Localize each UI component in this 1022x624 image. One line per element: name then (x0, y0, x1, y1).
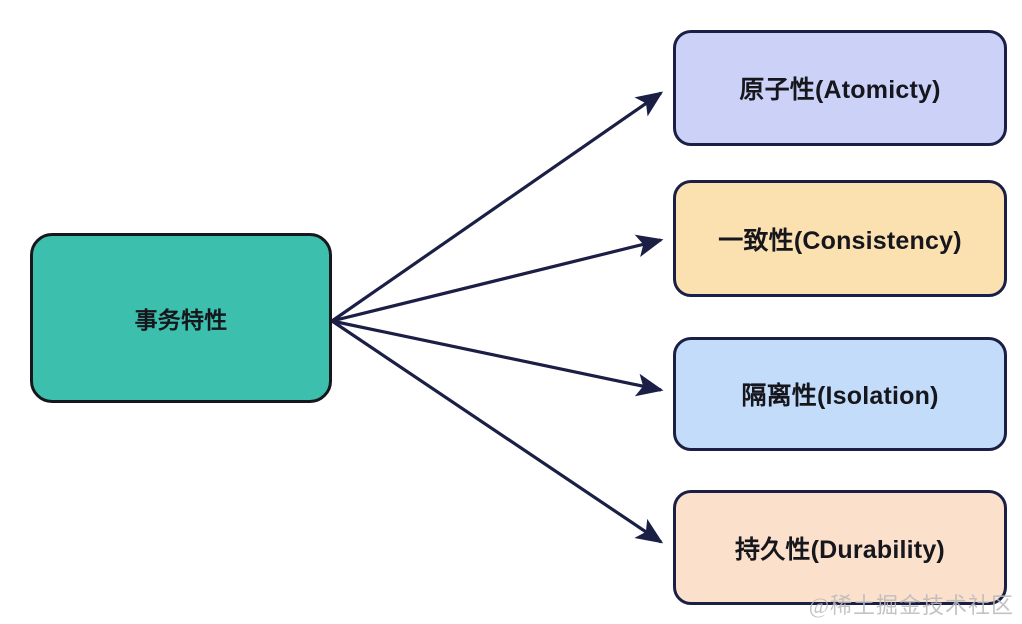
node-isolation[interactable]: 隔离性(Isolation) (673, 337, 1007, 451)
edge-to-atomicity (331, 91, 664, 323)
node-consistency[interactable]: 一致性(Consistency) (673, 180, 1007, 297)
node-durability-label: 持久性(Durability) (735, 535, 945, 564)
node-source-label: 事务特性 (134, 307, 228, 333)
edge-to-isolation (331, 319, 664, 397)
node-durability[interactable]: 持久性(Durability) (673, 490, 1007, 605)
node-transaction-properties[interactable]: 事务特性 (30, 233, 332, 403)
node-atomicity[interactable]: 原子性(Atomicty) (673, 30, 1007, 146)
node-atomicity-label: 原子性(Atomicty) (739, 76, 941, 104)
watermark: @稀土掘金技术社区 (808, 593, 1014, 618)
node-isolation-label: 隔离性(Isolation) (741, 382, 939, 410)
node-consistency-label: 一致性(Consistency) (718, 226, 962, 255)
edge-to-consistency (331, 234, 664, 323)
edge-to-durability (331, 319, 664, 544)
